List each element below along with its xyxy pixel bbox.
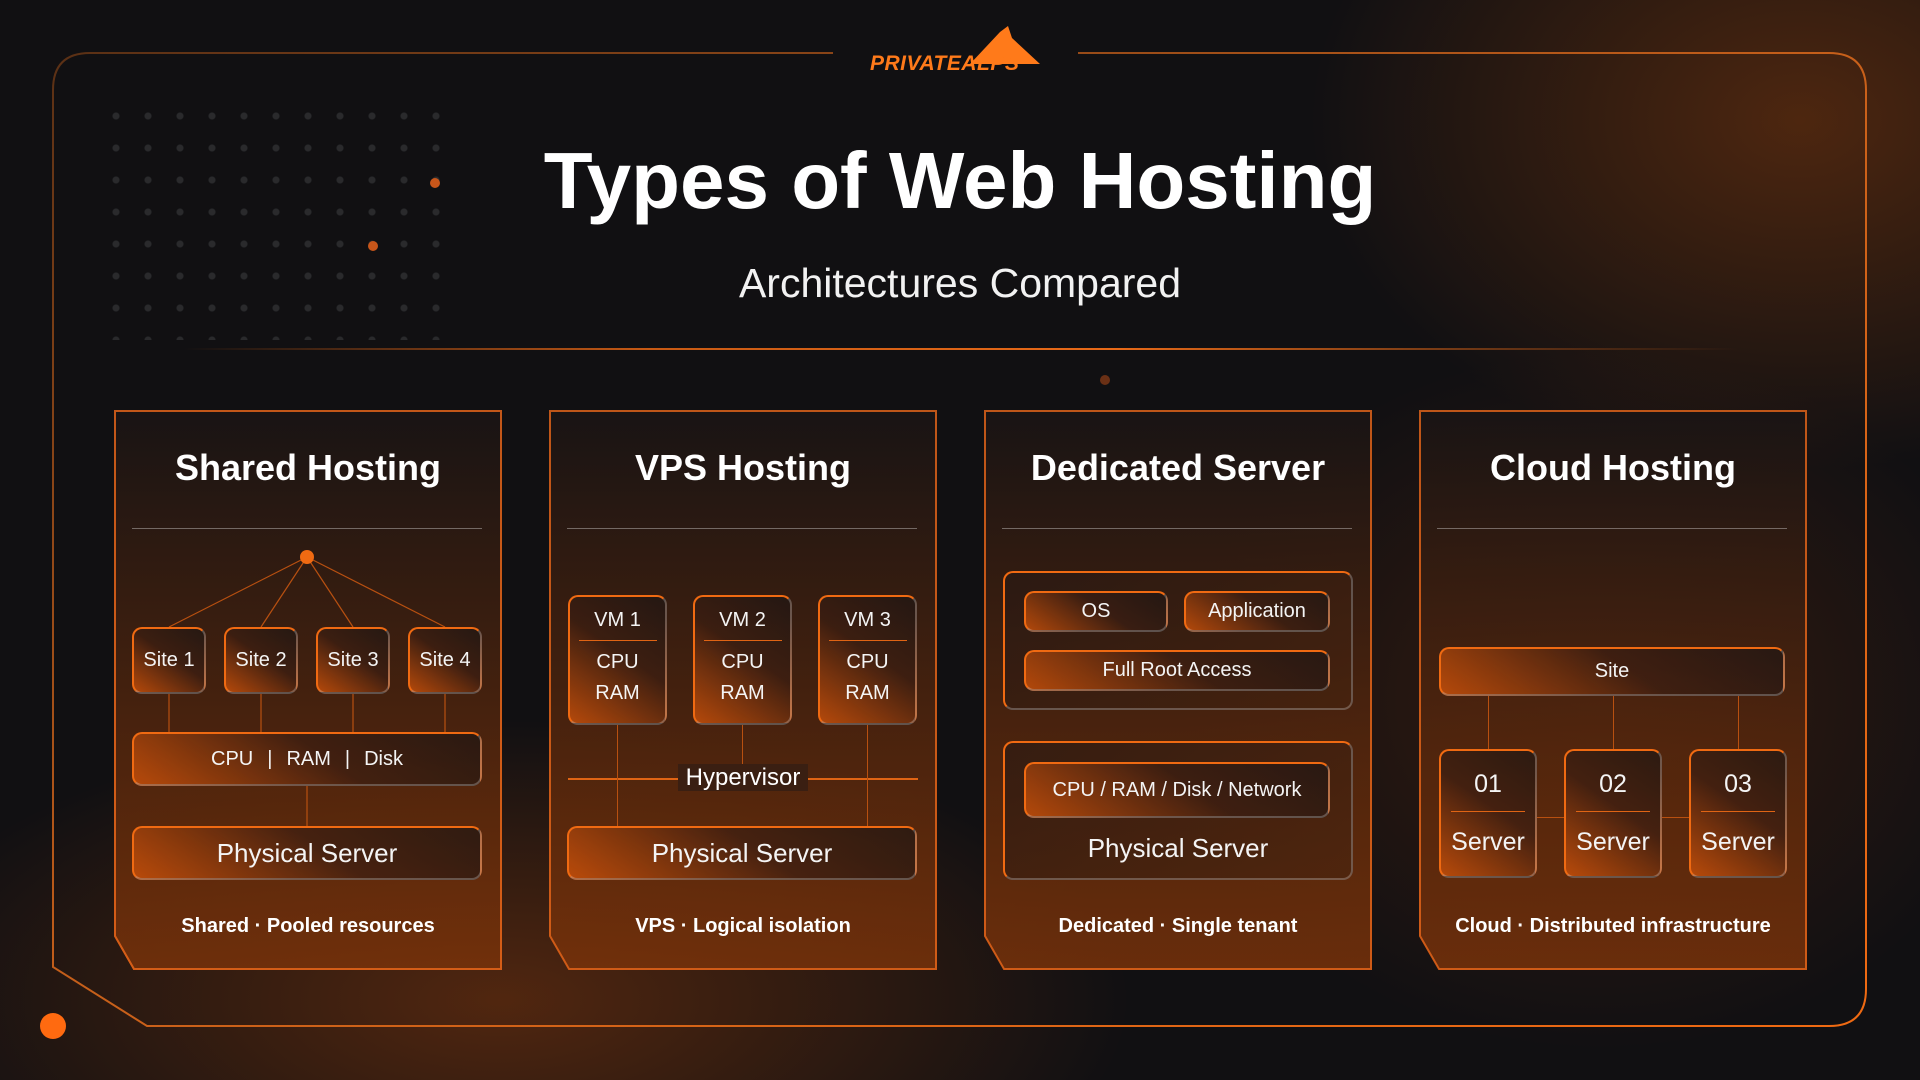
- application-pill: Application: [1184, 591, 1330, 632]
- site-box: Site 2: [224, 627, 298, 694]
- vm-cpu: CPU: [846, 651, 889, 673]
- vm-cpu: CPU: [596, 651, 639, 673]
- vm-ram: RAM: [845, 682, 890, 704]
- vm-name: VM 3: [844, 609, 891, 631]
- separator: |: [344, 747, 351, 770]
- card-title: Cloud Hosting: [1490, 447, 1736, 488]
- mountain-icon: [970, 26, 1040, 64]
- page-subtitle: Architectures Compared: [738, 260, 1182, 306]
- card-footer: VPS · Logical isolation: [635, 915, 851, 937]
- physical-server-label: Physical Server: [1087, 833, 1269, 863]
- card-title: VPS Hosting: [634, 447, 852, 488]
- server-number: 02: [1599, 770, 1627, 798]
- site-box: Site 3: [316, 627, 390, 694]
- resource-disk: Disk: [364, 747, 403, 770]
- root-access-pill: Full Root Access: [1024, 650, 1330, 691]
- site-bar: Site: [1439, 647, 1785, 696]
- server-number: 03: [1724, 770, 1752, 798]
- card-divider: [567, 528, 917, 529]
- shared-resources-bar: CPU | RAM | Disk: [132, 732, 482, 786]
- card-footer: Shared · Pooled resources: [181, 915, 435, 937]
- server-label: Server: [1701, 828, 1775, 856]
- dot-grid-decoration: [100, 100, 450, 340]
- brand-logo: PRIVATEALPS: [870, 24, 1050, 76]
- physical-server-box: Physical Server: [567, 826, 917, 880]
- card-vps-hosting: VPS Hosting Hypervisor VM 1 CPU RAM VM 2 …: [549, 410, 937, 970]
- resource-ram: RAM: [286, 747, 331, 770]
- vm-ram: RAM: [720, 682, 765, 704]
- hypervisor-label: Hypervisor: [677, 764, 809, 791]
- vm-ram: RAM: [595, 682, 640, 704]
- server-label: Server: [1576, 828, 1650, 856]
- os-pill: OS: [1024, 591, 1168, 632]
- vm-name: VM 1: [594, 609, 641, 631]
- accent-dot: [40, 1013, 66, 1039]
- resource-cpu: CPU: [211, 747, 254, 770]
- card-shared-hosting: Shared Hosting Site 1 Site 2 Site 3 Site…: [114, 410, 502, 970]
- vm-box: VM 2 CPU RAM: [693, 595, 792, 725]
- card-footer: Dedicated · Single tenant: [1058, 915, 1298, 937]
- card-divider: [1437, 528, 1787, 529]
- server-number: 01: [1474, 770, 1502, 798]
- separator: |: [267, 747, 273, 770]
- logo-text: PRIVATEALPS: [870, 52, 1020, 75]
- page-title: Types of Web Hosting: [543, 136, 1377, 225]
- vm-box: VM 3 CPU RAM: [818, 595, 917, 725]
- header-divider: [184, 348, 1739, 350]
- vm-name: VM 2: [719, 609, 766, 631]
- site-box: Site 4: [408, 627, 482, 694]
- card-dedicated-server: Dedicated Server OS Application Full Roo…: [984, 410, 1372, 970]
- card-divider: [1002, 528, 1352, 529]
- vm-cpu: CPU: [721, 651, 764, 673]
- hardware-resources-pill: CPU / RAM / Disk / Network: [1024, 762, 1330, 818]
- card-footer: Cloud · Distributed infrastructure: [1455, 915, 1771, 937]
- vm-box: VM 1 CPU RAM: [568, 595, 667, 725]
- card-title: Dedicated Server: [1030, 447, 1326, 488]
- site-box: Site 1: [132, 627, 206, 694]
- physical-server-box: Physical Server: [132, 826, 482, 880]
- server-label: Server: [1451, 828, 1525, 856]
- hub-node: [300, 550, 314, 564]
